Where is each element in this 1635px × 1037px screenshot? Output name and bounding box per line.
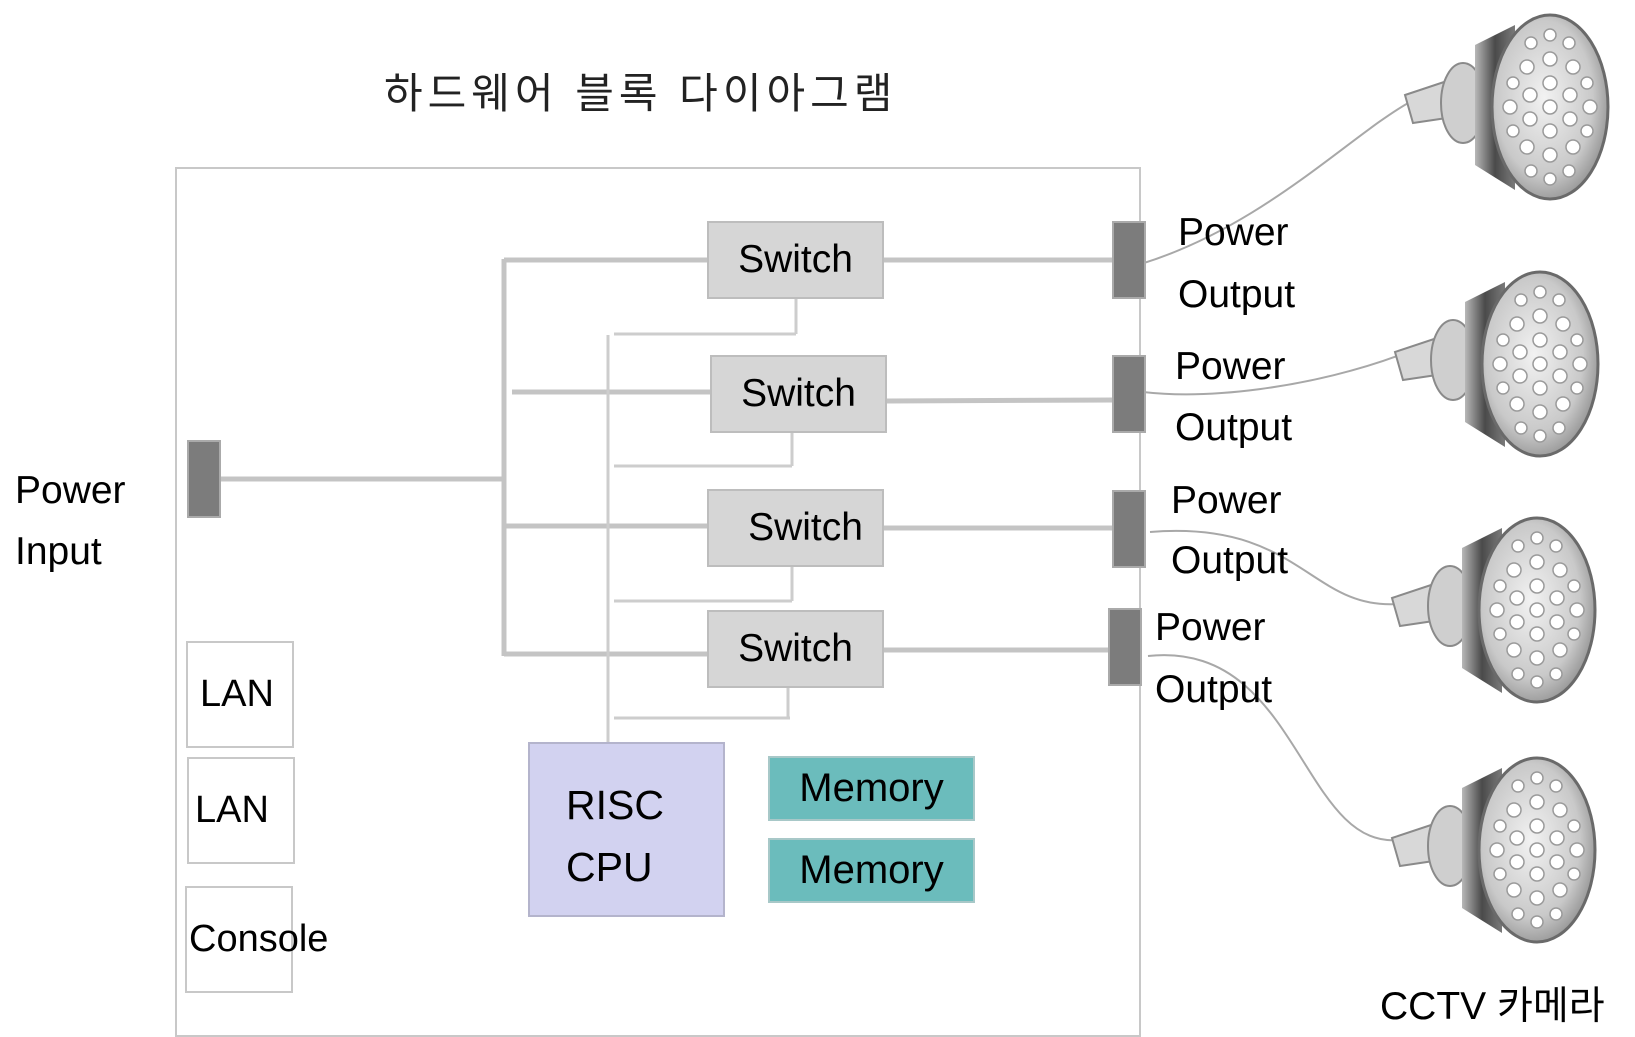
cctv-camera-3 [1390,516,1597,704]
power-output-1-line2: Output [1178,273,1296,316]
output-connector-1 [1112,221,1146,299]
control-bus [606,298,798,742]
diagram-title: 하드웨어 블록 다이아그램 [384,70,898,117]
lan-port-1: LAN [186,641,294,748]
cpu-label-2: CPU [566,844,653,890]
power-output-4-line2: Output [1155,668,1273,711]
power-input-label-1: Power [15,469,126,512]
lan-port-2: LAN [187,757,295,864]
power-output-3-line1: Power [1171,479,1282,522]
risc-cpu: RISC CPU [528,742,725,917]
cctv-camera-1 [1403,13,1610,201]
output-connector-3 [1112,490,1146,568]
cctv-camera-caption: CCTV 카메라 [1380,985,1605,1028]
cctv-camera-2 [1393,270,1600,458]
power-output-4-line1: Power [1155,606,1266,649]
switch-4: Switch [707,610,884,688]
output-connector-2 [1112,355,1146,433]
memory-2: Memory [768,838,975,903]
power-output-2-line2: Output [1175,406,1293,449]
power-output-3-line2: Output [1171,539,1289,582]
power-input-label-2: Input [15,530,102,573]
cpu-label-1: RISC [566,782,664,828]
switch-2: Switch [710,355,887,433]
cctv-camera-4 [1390,756,1597,944]
output-wire-2 [884,397,1117,404]
power-output-1-line1: Power [1178,211,1289,254]
switch-1: Switch [707,221,884,299]
output-connector-4 [1108,608,1142,686]
camera-cables [1117,101,1411,842]
power-input-connector [187,440,221,518]
power-output-2-line1: Power [1175,345,1286,388]
memory-1: Memory [768,756,975,821]
switch-3: Switch [707,489,884,567]
